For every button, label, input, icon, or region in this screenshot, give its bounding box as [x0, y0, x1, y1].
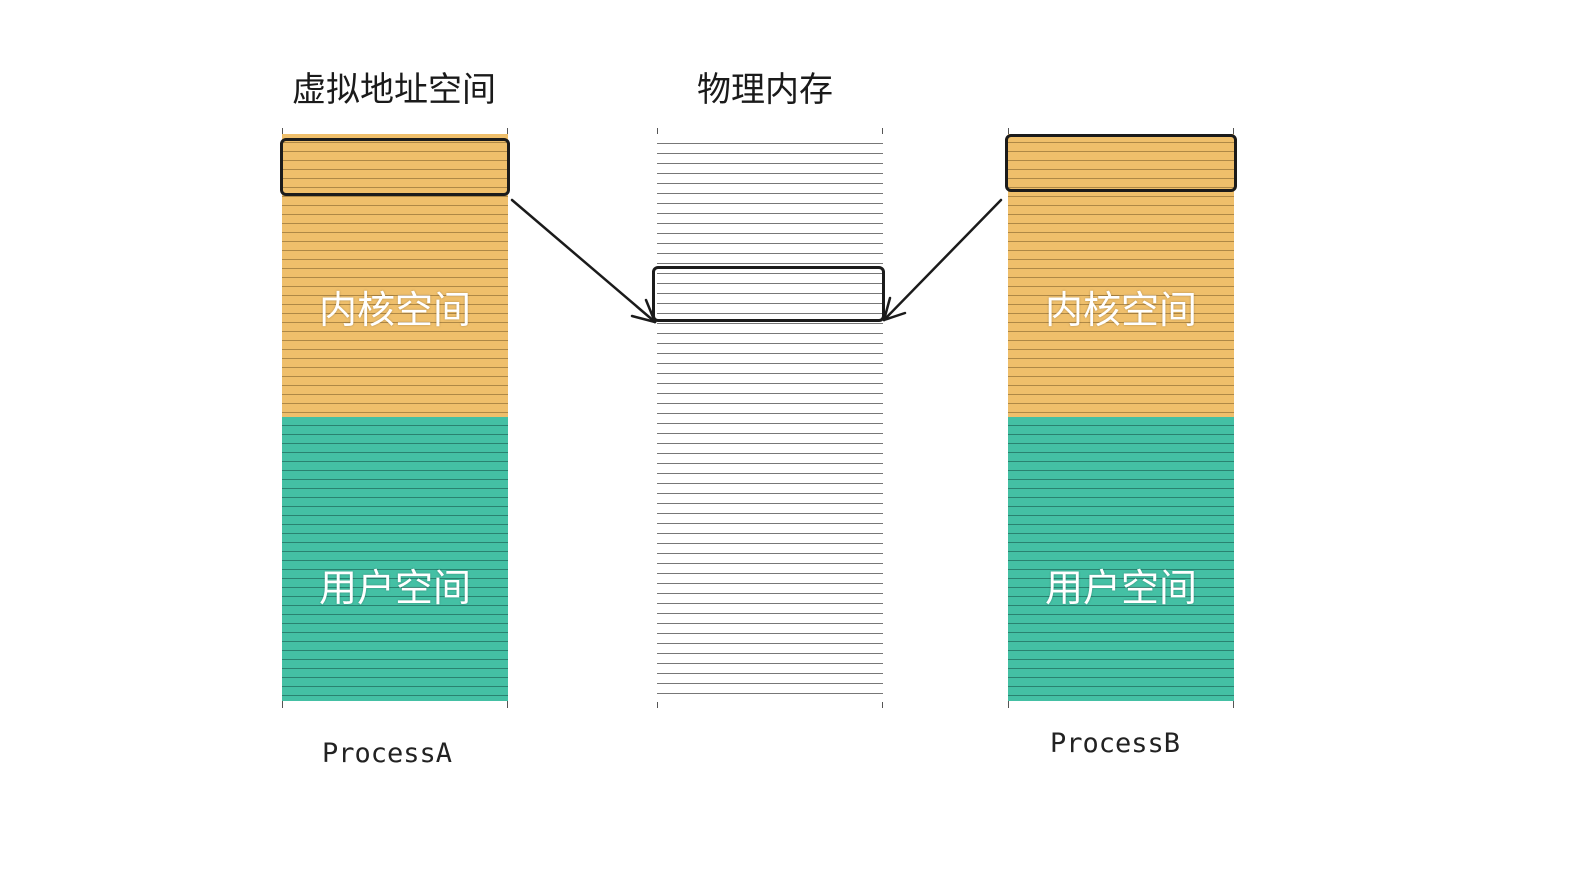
process-b-kernel-label: 内核空间 — [1044, 288, 1197, 332]
process-a-address-space: 内核空间 用户空间 — [280, 128, 510, 708]
process-a-kernel-space: 内核空间 — [282, 134, 508, 417]
process-a-mapped-page-highlight — [280, 138, 510, 196]
arrow-a-to-physical — [510, 198, 657, 324]
physical-memory-column — [652, 128, 885, 708]
process-b-label: ProcessB — [1050, 728, 1181, 759]
process-b-user-space: 用户空间 — [1008, 417, 1234, 701]
process-b-mapped-page-highlight — [1005, 134, 1237, 192]
process-b-kernel-space: 内核空间 — [1008, 134, 1234, 417]
physical-memory-title: 物理内存 — [697, 70, 833, 110]
virtual-address-space-title: 虚拟地址空间 — [292, 70, 496, 110]
process-b-user-label: 用户空间 — [1044, 566, 1197, 610]
process-b-address-space: 内核空间 用户空间 — [1005, 128, 1237, 708]
process-a-user-label: 用户空间 — [318, 566, 471, 610]
arrow-b-to-physical — [882, 198, 1003, 322]
process-a-label: ProcessA — [322, 738, 453, 769]
shared-physical-page-highlight — [652, 266, 885, 322]
process-a-kernel-label: 内核空间 — [318, 288, 471, 332]
process-a-user-space: 用户空间 — [282, 417, 508, 701]
physical-memory-pages — [657, 134, 883, 702]
